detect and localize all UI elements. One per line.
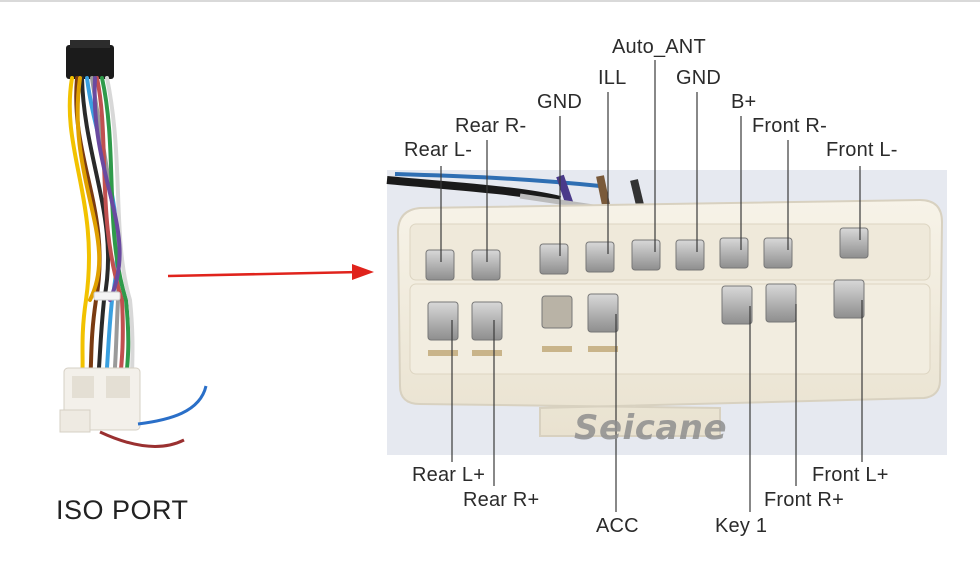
label-gnd-center: GND [676, 67, 722, 89]
upper-pin-row [425, 227, 869, 281]
label-acc: ACC [596, 515, 639, 537]
label-rear-l-plus: Rear L+ [412, 464, 486, 486]
leader-lines [440, 60, 863, 512]
label-front-r-minus: Front R- [752, 115, 827, 137]
lower-pin-row [427, 279, 865, 341]
harness-plug [66, 45, 114, 79]
label-gnd-left: GND [537, 91, 583, 113]
label-front-l-plus: Front L+ [812, 464, 889, 486]
label-rear-r-minus: Rear R- [455, 115, 527, 137]
top-divider [0, 0, 980, 2]
label-front-r-plus: Front R+ [764, 489, 844, 511]
label-front-l-minus: Front L- [826, 139, 898, 161]
connector-photo [386, 170, 947, 455]
label-ill: ILL [598, 67, 627, 89]
brand-watermark: Seicane [574, 408, 728, 448]
label-rear-r-plus: Rear R+ [463, 489, 540, 511]
pointer-arrow [167, 264, 374, 280]
harness-illustration [59, 40, 208, 448]
label-b-plus: B+ [731, 91, 757, 113]
label-auto-ant: Auto_ANT [612, 36, 706, 58]
label-rear-l-minus: Rear L- [404, 139, 473, 161]
iso-port-caption: ISO PORT [56, 495, 189, 525]
label-key-1: Key 1 [715, 515, 768, 537]
